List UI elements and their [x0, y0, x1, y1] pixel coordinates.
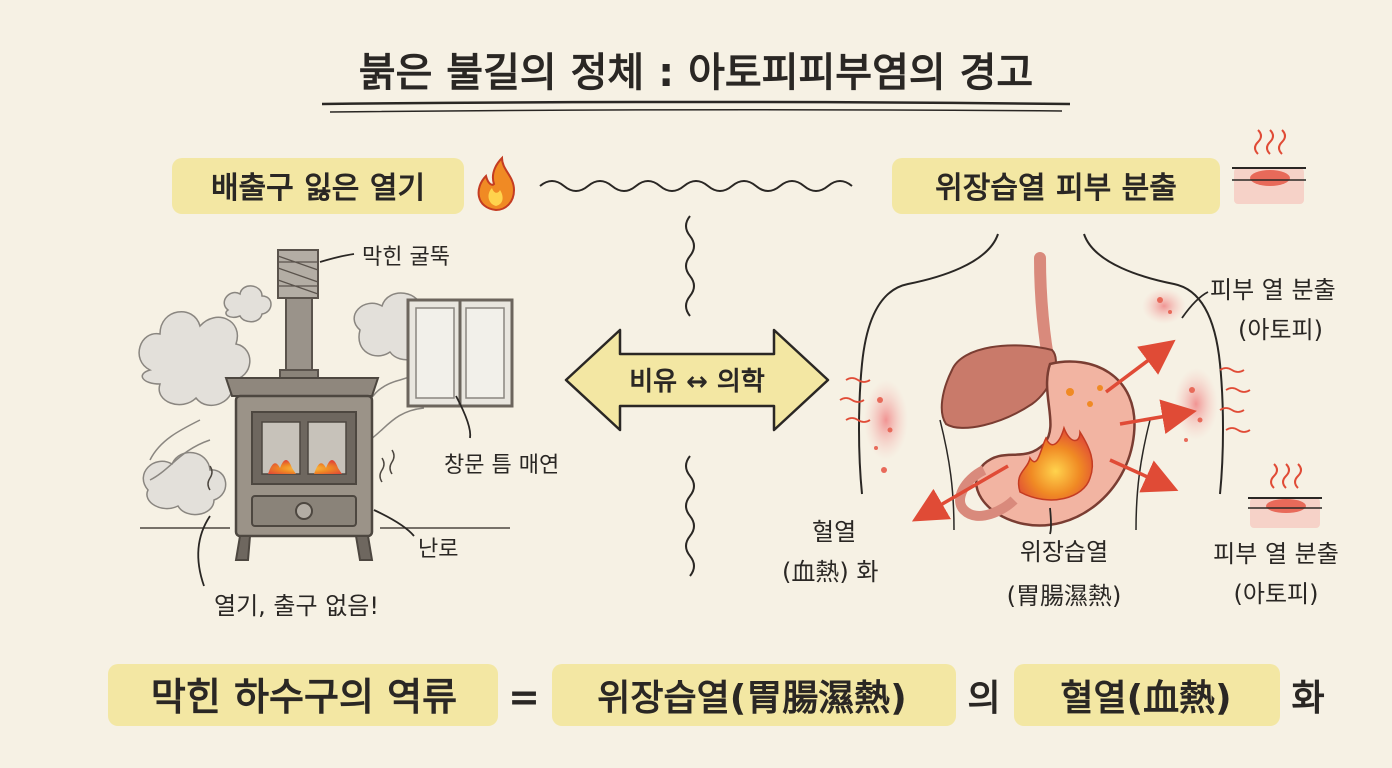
page-title: 붉은 불길의 정체 : 아토피피부염의 경고 [359, 50, 1033, 96]
skin-heat-icon-lower [1248, 463, 1322, 528]
flame-icon [477, 155, 516, 212]
title-underline-2 [329, 108, 1063, 113]
left-heading-highlight [172, 158, 464, 214]
double-arrow-icon [564, 328, 830, 432]
liver [940, 344, 1057, 429]
window [406, 298, 514, 408]
label-no-exit: 열기, 출구 없음! [214, 592, 379, 620]
label-skin-eruption-upper-sub: (아토피) [1238, 316, 1323, 344]
summary-part-5: 화 [1291, 678, 1324, 719]
summary-part-1: 막힌 하수구의 역류 [151, 675, 457, 719]
bottom-highlight-1 [108, 664, 498, 726]
stomach-fire [1017, 425, 1094, 501]
wavy-divider-top [539, 180, 853, 192]
label-chimney: 막힌 굴뚝 [362, 245, 450, 270]
label-skin-eruption-lower-sub: (아토피) [1234, 580, 1319, 608]
bottom-highlight-2 [552, 664, 956, 726]
label-stove: 난로 [418, 537, 458, 562]
bottom-highlight-3 [1014, 664, 1280, 726]
label-blood-heat-sub: (血熱) 화 [782, 558, 878, 586]
label-damp-heat-sub: (胃腸濕熱) [1007, 582, 1122, 610]
stove-body [224, 377, 380, 561]
label-skin-eruption-upper: 피부 열 분출 [1210, 276, 1336, 304]
center-arrow-label: 비유 ↔ 의학 [629, 367, 765, 397]
torso-illustration [839, 233, 1251, 531]
right-heading: 위장습열 피부 분출 [935, 171, 1177, 206]
stove-fire [268, 460, 342, 474]
left-heading: 배출구 잃은 열기 [211, 171, 425, 206]
wavy-divider-lower [685, 455, 695, 577]
smoke-cloud-left [138, 311, 251, 407]
summary-part-4: 혈열(血熱) [1060, 678, 1231, 719]
smoke-cloud-low [142, 451, 227, 516]
label-damp-heat: 위장습열 [1020, 538, 1108, 566]
label-skin-eruption-lower: 피부 열 분출 [1213, 540, 1339, 568]
right-heading-highlight [892, 158, 1220, 214]
stove-illustration [138, 249, 514, 561]
heat-arrows [911, 339, 1197, 522]
summary-part-2: 위장습열(胃腸濕熱) [597, 678, 906, 719]
summary-equals: = [508, 675, 540, 719]
summary-part-3: 의 [967, 678, 1000, 719]
smoke-puff-top [223, 285, 272, 323]
label-blood-heat: 혈열 [812, 518, 856, 546]
skin-heat-icon [1232, 129, 1306, 204]
wavy-divider-upper [685, 215, 695, 317]
chimney [277, 249, 319, 387]
label-window-smoke: 창문 틈 매연 [444, 453, 559, 478]
title-underline [321, 100, 1071, 106]
